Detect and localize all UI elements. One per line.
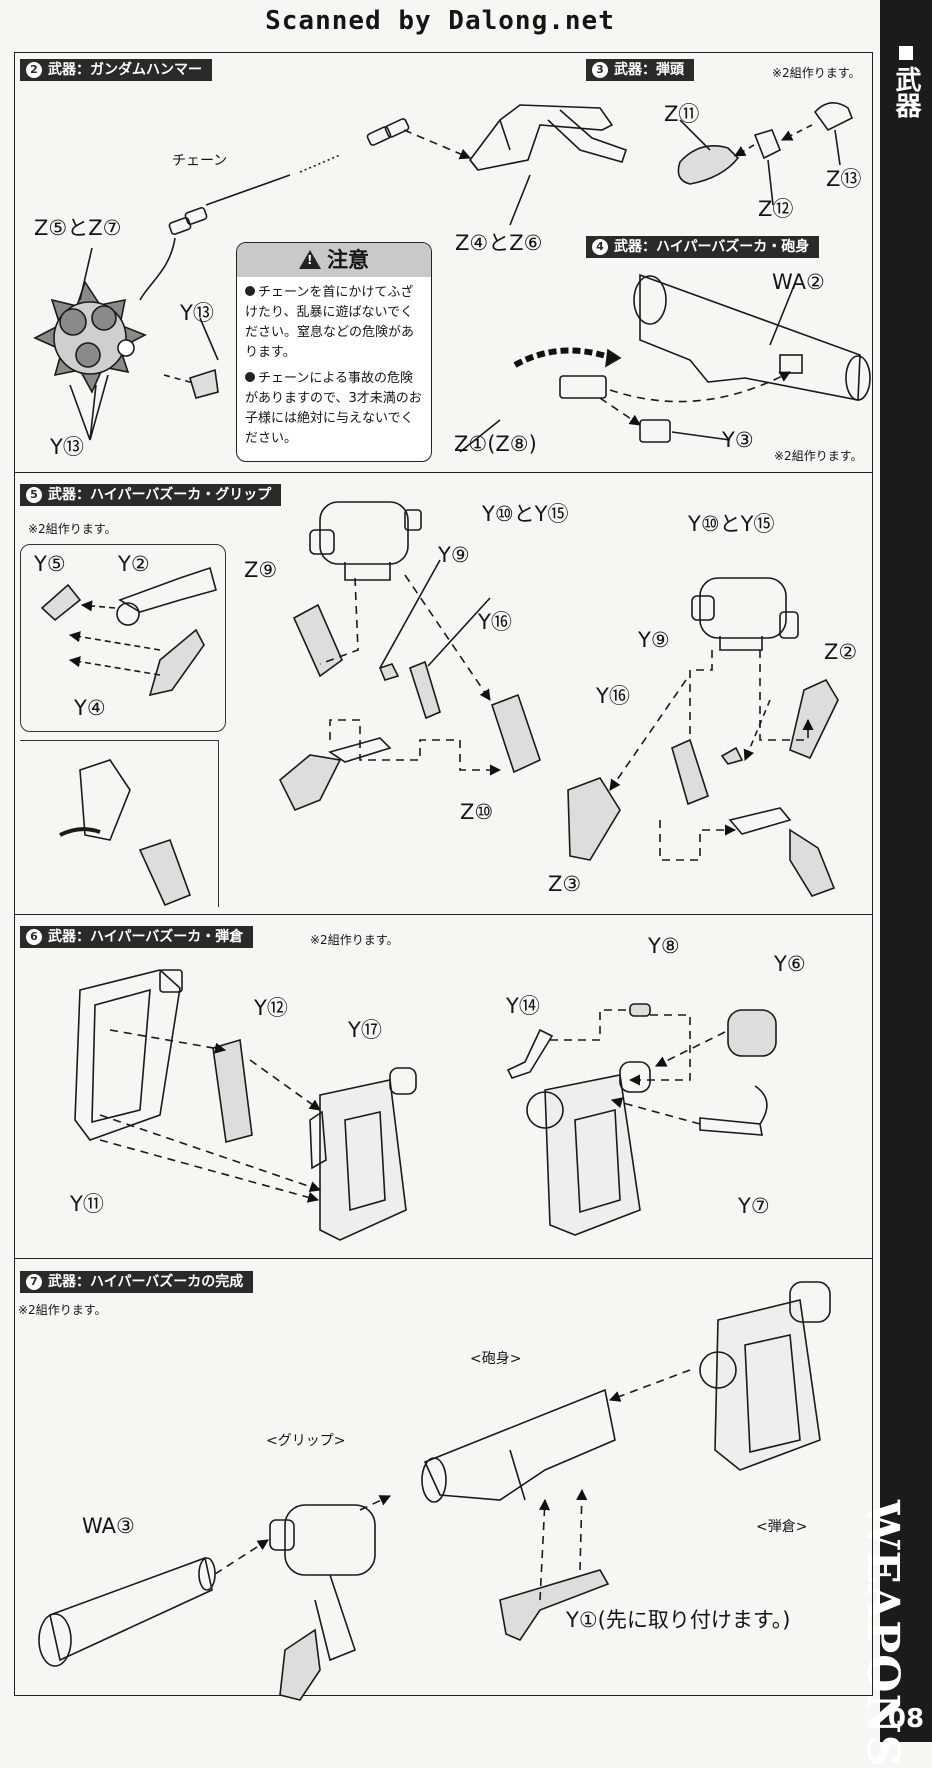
section-divider [14,1258,873,1259]
grip-inset-illustration [40,566,217,697]
label-grip: <グリップ> [266,1433,346,1449]
label-z10: Z⑩ [460,800,494,824]
label-y10y15-right: Y⑩とY⑮ [688,512,775,536]
caution-item: チェーンによる事故の危険がありますので、3才未満のお子様には絶対に与えないでくだ… [245,371,422,446]
square-bullet-icon [899,46,913,60]
label-y5: Y⑤ [34,552,66,576]
hammer-handle-illustration [468,104,628,171]
grip-hand-illustration [59,759,192,907]
bazooka-barrel-illustration [421,1388,616,1503]
sidebar-category: 武器 [884,46,928,125]
label-z9: Z⑨ [244,558,278,582]
detail-inset-frame [20,740,219,907]
barrel-illustration [633,273,871,401]
label-z4z6: Z④とZ⑥ [455,231,543,255]
label-y3: Y③ [722,428,754,452]
label-y13-cap: Y⑬ [180,301,214,325]
watermark-text: Scanned by Dalong.net [265,6,615,36]
label-wa2: WA② [772,270,825,294]
grip-part-z9-left [292,603,343,678]
label-y10y15-left: Y⑩とY⑮ [482,502,569,526]
label-y6: Y⑥ [774,952,806,976]
detail-inset-box [20,544,226,732]
bazooka-grip-illustration [269,1504,376,1701]
cap-part-illustration [189,368,219,399]
bazooka-rear-tube-illustration [38,1556,216,1667]
bullet-icon [245,286,255,296]
sidebar [880,0,932,1742]
magazine-frame-illustration [74,969,183,1141]
caution-heading: 注意 [237,243,431,277]
hammer-chain-illustration [139,118,410,301]
label-y9-right: Y⑨ [638,628,670,652]
bazooka-y1-bracket-illustration [499,1569,610,1641]
grip-body-illustration-left [309,501,422,581]
label-chain: チェーン [172,153,228,169]
caution-box: 注意 チェーンを首にかけてふざけたり、乱暴に遊ばないでください。窒息などの危険が… [236,242,432,462]
label-barrel: <砲身> [470,1351,522,1367]
section-divider [14,914,873,915]
label-y14: Y⑭ [506,994,540,1018]
bullet-icon [245,372,255,382]
note-two-sets: ※2組作ります。 [18,1303,107,1317]
barrel-pin-illustration [559,375,671,443]
magazine-body-illustration-left [309,1067,417,1241]
label-wa3: WA③ [82,1514,135,1538]
warning-icon [299,250,321,269]
cap-y6-illustration [727,1009,777,1057]
label-y4: Y④ [74,696,106,720]
label-z5z7: Z⑤とZ⑦ [34,216,122,240]
label-y9-left: Y⑨ [438,543,470,567]
warhead-illustration [677,102,854,185]
label-z1z8: Z①(Z⑧) [454,432,537,456]
label-z12: Z⑫ [758,197,794,221]
section-divider [14,472,873,473]
label-z3: Z③ [548,872,582,896]
grip-body-illustration-right [691,577,799,651]
label-y11: Y⑪ [70,1192,104,1216]
label-z11: Z⑪ [664,102,700,126]
label-y2: Y② [118,552,150,576]
label-y12: Y⑫ [254,996,288,1020]
label-y8: Y⑧ [648,934,680,958]
label-y1-first: Y①(先に取り付けます。) [566,1608,791,1632]
label-magazine: <弾倉> [756,1519,808,1535]
magazine-body-illustration-right [526,1061,651,1236]
bazooka-magazine-illustration [699,1281,831,1471]
label-z13: Z⑬ [826,167,862,191]
page-number: 08 [887,1704,925,1734]
label-y16-left: Y⑯ [478,610,512,634]
hammer-ball-illustration [33,280,147,394]
label-y7: Y⑦ [738,1194,770,1218]
note-two-sets: ※2組作ります。 [310,933,399,947]
caution-item: チェーンを首にかけてふざけたり、乱暴に遊ばないでください。窒息などの危険がありま… [245,285,415,360]
note-two-sets: ※2組作ります。 [28,522,117,536]
label-y13-ball: Y⑬ [50,435,84,459]
label-y16-right: Y⑯ [596,684,630,708]
page-frame [14,52,873,1696]
note-two-sets: ※2組作ります。 [772,66,861,80]
label-y17: Y⑰ [348,1018,382,1042]
label-z2: Z② [824,640,858,664]
note-two-sets: ※2組作ります。 [774,449,863,463]
